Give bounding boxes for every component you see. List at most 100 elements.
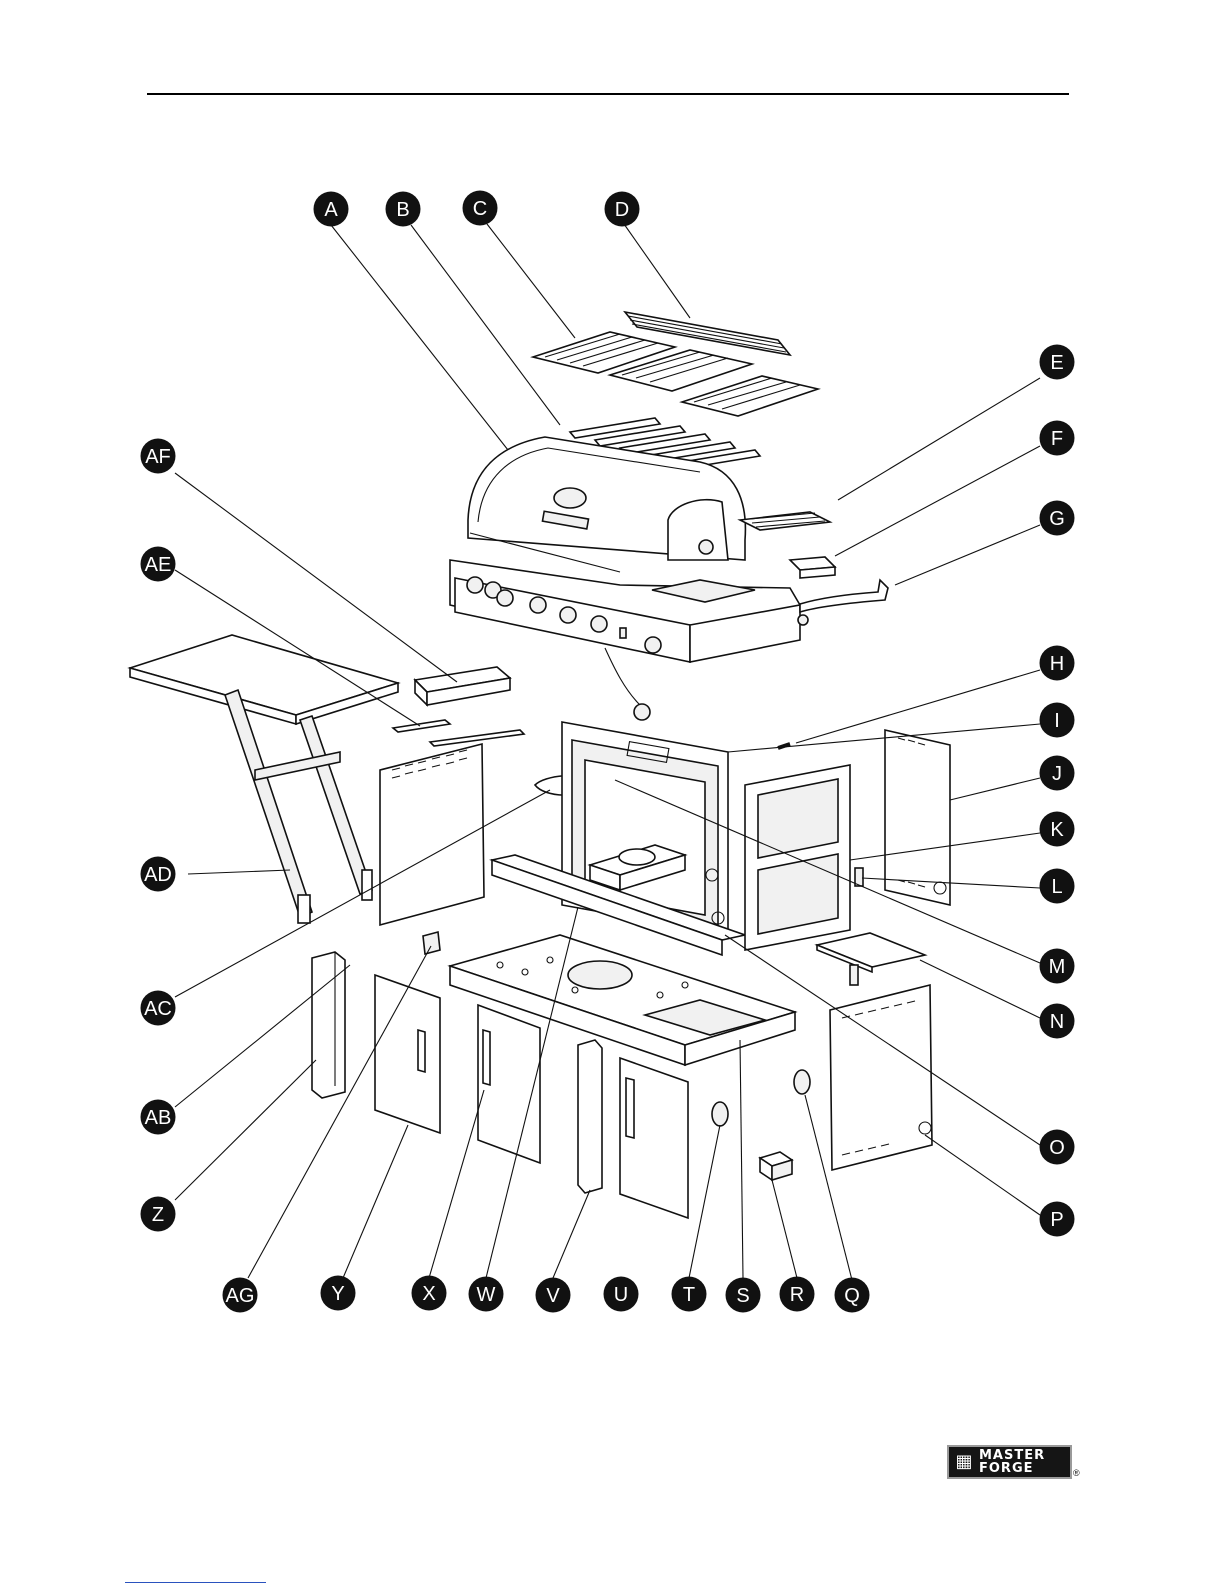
right-door: [620, 1058, 688, 1218]
leader-h: [796, 670, 1040, 743]
leader-v: [553, 1190, 590, 1278]
svg-text:C: C: [473, 198, 487, 220]
svg-text:Z: Z: [152, 1204, 164, 1226]
label-c: C: [463, 191, 498, 226]
label-af: AF: [141, 439, 176, 474]
label-o: O: [1040, 1130, 1075, 1165]
leader-c: [487, 224, 575, 338]
label-s: S: [726, 1278, 761, 1313]
logo-line-2: FORGE: [979, 1462, 1069, 1476]
part-drawings: [130, 312, 950, 1218]
svg-text:I: I: [1054, 710, 1060, 732]
svg-text:P: P: [1050, 1209, 1063, 1231]
svg-text:E: E: [1050, 352, 1063, 374]
leader-a: [331, 225, 508, 450]
label-m: M: [1040, 949, 1075, 984]
leader-g: [895, 525, 1040, 585]
label-w: W: [469, 1277, 504, 1312]
label-l: L: [1040, 869, 1075, 904]
logo-mark-icon: ▦: [953, 1450, 975, 1474]
svg-text:S: S: [736, 1285, 749, 1307]
hinge-bracket: [423, 932, 440, 954]
right-side-panel: [885, 730, 950, 905]
svg-text:AD: AD: [144, 864, 172, 886]
svg-text:AC: AC: [144, 998, 172, 1020]
svg-text:N: N: [1050, 1011, 1064, 1033]
right-lower-panel: [830, 985, 932, 1170]
svg-text:J: J: [1052, 763, 1062, 785]
label-p: P: [1040, 1202, 1075, 1237]
svg-text:AE: AE: [145, 554, 172, 576]
master-forge-logo: ▦ MASTER FORGE: [947, 1445, 1072, 1479]
svg-text:M: M: [1049, 956, 1066, 978]
leader-b: [411, 225, 560, 425]
casters: [712, 1070, 810, 1126]
side-burner-bracket: [790, 557, 835, 578]
center-left-door: [478, 1005, 540, 1163]
label-j: J: [1040, 756, 1075, 791]
center-door-post: [578, 1040, 602, 1193]
leader-y: [343, 1125, 408, 1278]
svg-text:G: G: [1049, 508, 1065, 530]
label-k: K: [1040, 812, 1075, 847]
ignitor-battery-box: [760, 1152, 792, 1180]
svg-text:L: L: [1051, 876, 1062, 898]
label-e: E: [1040, 345, 1075, 380]
label-q: Q: [835, 1278, 870, 1313]
label-h: H: [1040, 646, 1075, 681]
label-b: B: [386, 192, 421, 227]
label-ag: AG: [223, 1278, 258, 1313]
svg-text:D: D: [615, 199, 629, 221]
grease-tray: [415, 667, 510, 705]
label-r: R: [780, 1277, 815, 1312]
label-a: A: [314, 192, 349, 227]
leader-e: [838, 378, 1040, 500]
svg-text:R: R: [790, 1284, 804, 1306]
leader-s: [740, 1040, 743, 1278]
left-door-post: [312, 952, 345, 1098]
leader-t: [689, 1125, 720, 1278]
leader-n: [920, 960, 1040, 1018]
svg-text:O: O: [1049, 1137, 1065, 1159]
svg-text:Y: Y: [331, 1283, 344, 1305]
svg-text:AB: AB: [145, 1107, 172, 1129]
svg-text:Q: Q: [844, 1285, 860, 1307]
svg-text:F: F: [1051, 428, 1063, 450]
bottom-link-underline: [125, 1582, 266, 1583]
label-ab: AB: [141, 1100, 176, 1135]
svg-text:K: K: [1050, 819, 1064, 841]
leader-d: [624, 224, 690, 318]
bottom-shelf-plate: [817, 933, 925, 985]
label-ac: AC: [141, 991, 176, 1026]
label-y: Y: [321, 1276, 356, 1311]
svg-text:U: U: [614, 1284, 628, 1306]
leader-z: [175, 1060, 316, 1200]
svg-text:B: B: [396, 199, 409, 221]
svg-text:W: W: [477, 1284, 496, 1306]
label-v: V: [536, 1278, 571, 1313]
label-ad: AD: [141, 857, 176, 892]
label-d: D: [605, 192, 640, 227]
label-t: T: [672, 1277, 707, 1312]
leader-r: [772, 1180, 797, 1278]
label-u: U: [604, 1277, 639, 1312]
label-n: N: [1040, 1004, 1075, 1039]
label-i: I: [1040, 703, 1075, 738]
leader-i: [728, 724, 1040, 752]
tray-rails: [393, 720, 524, 746]
svg-text:H: H: [1050, 653, 1064, 675]
leader-f: [835, 446, 1040, 556]
svg-text:AF: AF: [145, 446, 171, 468]
side-burner-grate: [740, 512, 830, 530]
svg-text:AG: AG: [226, 1285, 255, 1307]
label-g: G: [1040, 501, 1075, 536]
towel-bar-handle: [798, 580, 888, 625]
leader-p: [925, 1135, 1040, 1215]
svg-text:V: V: [546, 1285, 560, 1307]
label-ae: AE: [141, 547, 176, 582]
svg-text:A: A: [324, 199, 338, 221]
label-f: F: [1040, 421, 1075, 456]
svg-text:T: T: [683, 1284, 695, 1306]
